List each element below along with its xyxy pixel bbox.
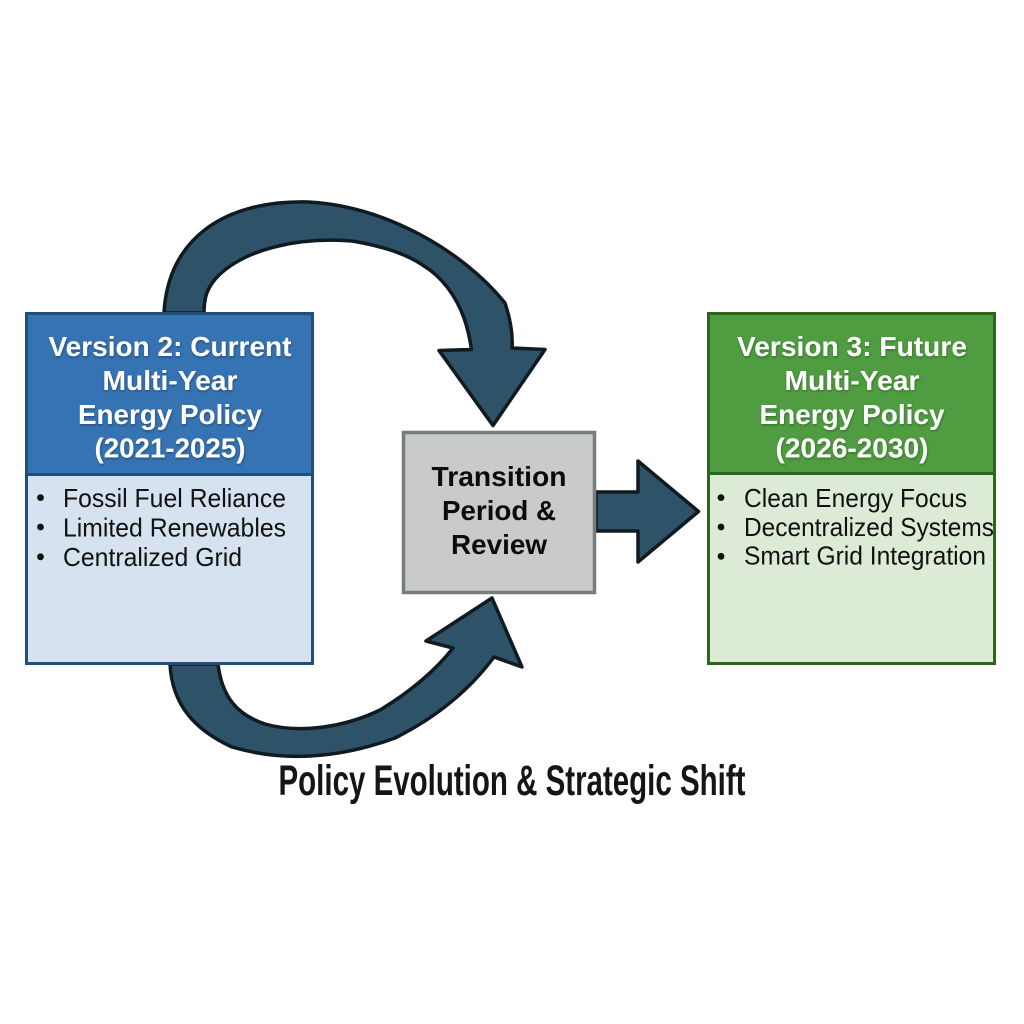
svg-text:Version 2: Current: Version 2: Current [49, 331, 292, 362]
svg-text:Smart Grid Integration: Smart Grid Integration [744, 541, 986, 571]
svg-text:Limited Renewables: Limited Renewables [63, 513, 286, 543]
svg-text:Multi-Year: Multi-Year [103, 365, 238, 396]
svg-text:Policy Evolution & Strategic S: Policy Evolution & Strategic Shift [279, 757, 746, 805]
svg-text:Energy Policy: Energy Policy [760, 399, 945, 430]
svg-text:Energy Policy: Energy Policy [78, 399, 262, 430]
svg-text:Review: Review [451, 529, 547, 560]
svg-text:Transition: Transition [432, 461, 567, 492]
svg-text:(2021-2025): (2021-2025) [95, 433, 246, 464]
svg-text:Fossil Fuel Reliance: Fossil Fuel Reliance [63, 483, 286, 513]
svg-text:Centralized Grid: Centralized Grid [63, 542, 242, 572]
svg-text:Version 3: Future: Version 3: Future [737, 331, 967, 362]
svg-text:(2026-2030): (2026-2030) [776, 433, 929, 464]
svg-text:Clean Energy Focus: Clean Energy Focus [744, 483, 967, 513]
svg-text:Multi-Year: Multi-Year [785, 365, 920, 396]
svg-text:Decentralized Systems: Decentralized Systems [744, 512, 994, 542]
svg-text:Period &: Period & [442, 495, 556, 526]
